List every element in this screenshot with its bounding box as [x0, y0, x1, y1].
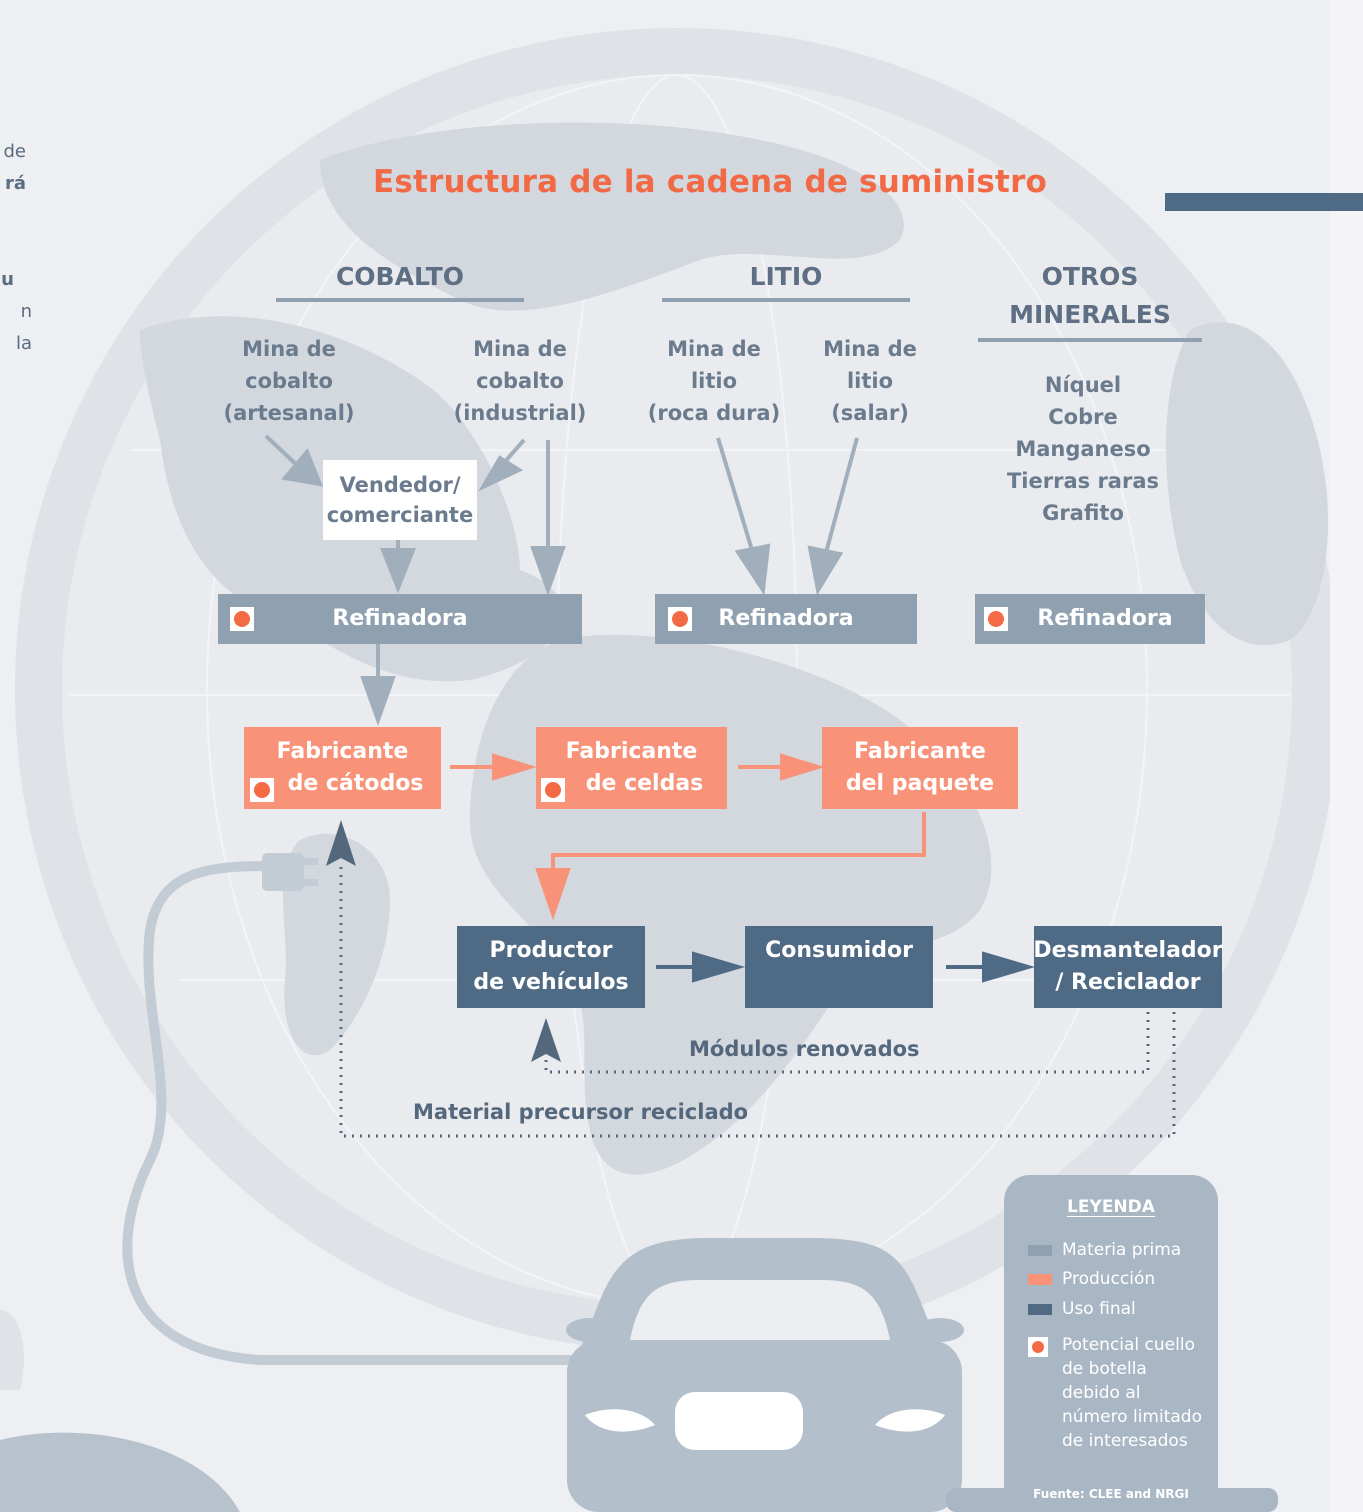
clipped-text: n la: [15, 301, 32, 354]
bottleneck-marker: [541, 778, 565, 802]
consumer: Consumidor: [745, 926, 933, 1008]
up-arrow-icon: [326, 820, 356, 866]
charging-cable: [122, 861, 605, 1365]
legend: LEYENDA Materia prima Producción Uso fin…: [1004, 1175, 1218, 1505]
renewed-modules-label: Módulos renovados: [689, 1037, 920, 1061]
raw-flow-arrows: [264, 434, 859, 726]
column-heading-lithium: LITIO: [749, 262, 823, 291]
bottleneck-marker: [230, 607, 254, 631]
source-credit: Fuente: CLEE and NRGI: [1033, 1487, 1189, 1501]
trader-box: Vendedor/comerciante: [323, 460, 477, 540]
recycling-loops: [339, 862, 1176, 1138]
clipped-text: u: [1, 269, 14, 290]
clipped-text: rá: [4, 173, 26, 194]
continent-shape: [1166, 322, 1329, 646]
bottleneck-marker: [984, 607, 1008, 631]
continent-shape: [283, 833, 390, 1056]
right-panel: [1330, 0, 1363, 1512]
production-flow-arrows: [450, 753, 926, 921]
car-icon: [566, 1238, 964, 1512]
bottleneck-dot-icon: [1028, 1337, 1048, 1357]
plug-icon: [262, 853, 304, 891]
up-arrow-icon: [531, 1018, 561, 1062]
clipped-text: de: [3, 141, 27, 162]
swatch-production: [1028, 1274, 1052, 1285]
dismantler-recycler: Desmantelador/ Reciclador: [1033, 926, 1223, 1008]
swatch-end-use: [1028, 1304, 1052, 1315]
diagram-title: Estructura de la cadena de suministro: [372, 164, 1048, 200]
end-use-flow-arrows: [656, 951, 1036, 983]
refinery-cobalt: Refinadora: [218, 594, 582, 644]
accent-bar: [1165, 193, 1363, 211]
refinery-lithium: Refinadora: [655, 594, 917, 644]
column-heading-cobalt: COBALTO: [335, 262, 465, 291]
column-heading-other: OTROS MINERALES: [1009, 262, 1171, 329]
continent-shape: [320, 122, 904, 311]
recycled-material-label: Material precursor reciclado: [413, 1100, 749, 1124]
legend-title: LEYENDA: [1067, 1197, 1155, 1217]
bottleneck-marker: [250, 778, 274, 802]
swatch-raw: [1028, 1245, 1052, 1256]
refinery-other: Refinadora: [975, 594, 1205, 644]
bottleneck-marker: [668, 607, 692, 631]
